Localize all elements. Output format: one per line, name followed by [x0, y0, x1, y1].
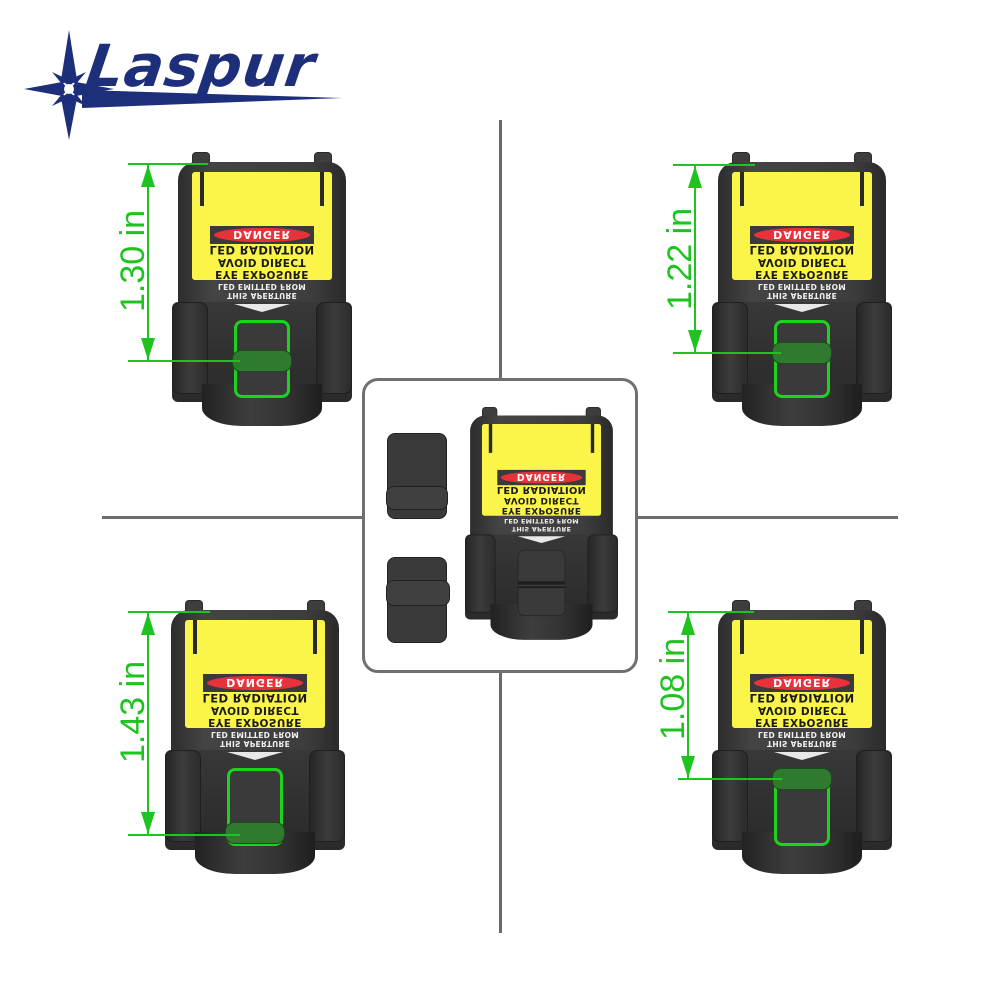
slider-window	[517, 549, 566, 617]
accessory-panel: DANGER LED RADIATION AVOID DIRECT EYE EX…	[362, 378, 638, 673]
slider-insert	[386, 557, 450, 643]
mount-bottom-right: DANGER LED RADIATION AVOID DIRECT EYE EX…	[712, 600, 892, 890]
slider-insert	[386, 433, 448, 519]
aperture-arrow-icon	[234, 304, 290, 312]
dimension-label: 1.22 in	[661, 207, 699, 310]
aperture-arrow-icon	[774, 304, 830, 312]
warning-label: DANGER LED RADIATION AVOID DIRECT EYE EX…	[732, 620, 872, 728]
mount-top-left: DANGER LED RADIATION AVOID DIRECT EYE EX…	[172, 152, 352, 442]
danger-badge: DANGER	[754, 228, 850, 242]
brand-logo: Laspur	[22, 28, 352, 143]
aperture-note: LED EMITTED FROM THIS APERTURE	[210, 730, 300, 748]
danger-badge: DANGER	[500, 471, 583, 484]
slider-knob	[232, 350, 292, 372]
aperture-arrow-icon	[517, 536, 566, 543]
danger-badge: DANGER	[207, 676, 303, 690]
warning-label: DANGER LED RADIATION AVOID DIRECT EYE EX…	[185, 620, 325, 728]
slider-knob	[225, 822, 285, 844]
brand-name: Laspur	[82, 32, 320, 100]
dimension-label: 1.08 in	[654, 637, 692, 740]
aperture-note: LED EMITTED FROM THIS APERTURE	[217, 282, 307, 300]
clamp-left	[172, 302, 208, 394]
slider-knob	[772, 342, 832, 364]
danger-badge: DANGER	[754, 676, 850, 690]
aperture-arrow-icon	[774, 752, 830, 760]
aperture-note: LED EMITTED FROM THIS APERTURE	[504, 517, 579, 533]
dimension-label: 1.43 in	[114, 660, 152, 763]
warning-label: DANGER LED RADIATION AVOID DIRECT EYE EX…	[482, 424, 601, 516]
mount-center: DANGER LED RADIATION AVOID DIRECT EYE EX…	[465, 407, 618, 654]
aperture-note: LED EMITTED FROM THIS APERTURE	[757, 730, 847, 748]
aperture-arrow-icon	[227, 752, 283, 760]
dimension-label: 1.30 in	[114, 209, 152, 312]
warning-label: DANGER LED RADIATION AVOID DIRECT EYE EX…	[732, 172, 872, 280]
mount-top-right: DANGER LED RADIATION AVOID DIRECT EYE EX…	[712, 152, 892, 442]
mount-bottom-left: DANGER LED RADIATION AVOID DIRECT EYE EX…	[165, 600, 345, 890]
compass-star-icon	[24, 30, 342, 140]
warning-label: DANGER LED RADIATION AVOID DIRECT EYE EX…	[192, 172, 332, 280]
aperture-note: LED EMITTED FROM THIS APERTURE	[757, 282, 847, 300]
danger-badge: DANGER	[214, 228, 310, 242]
clamp-right	[316, 302, 352, 394]
